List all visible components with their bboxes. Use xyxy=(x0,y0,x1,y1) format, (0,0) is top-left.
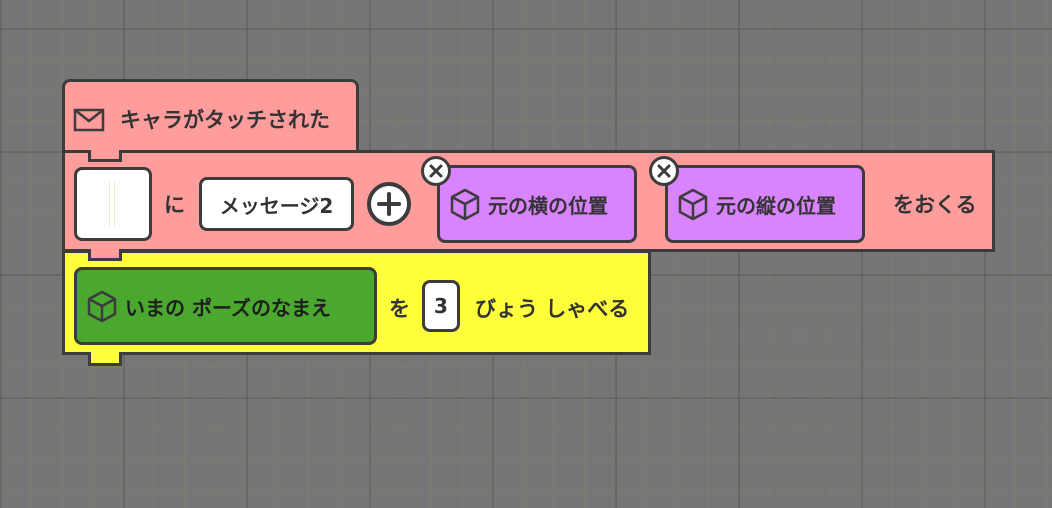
plus-circle-icon xyxy=(376,191,402,217)
cube-icon xyxy=(676,187,710,221)
close-icon xyxy=(657,164,671,178)
seconds-value: 3 xyxy=(434,294,448,318)
event-block-notch xyxy=(88,150,122,162)
text-cursor xyxy=(105,182,119,226)
event-label: キャラがタッチされた xyxy=(120,108,330,132)
arg-label: 元の縦の位置 xyxy=(716,193,836,218)
arg-original-x-position[interactable]: 元の横の位置 xyxy=(437,165,637,243)
speak-block[interactable]: いまの ポーズのなまえ を 3 びょう しゃべる xyxy=(62,250,651,355)
target-input-slot[interactable] xyxy=(74,167,152,241)
speak-suffix: びょう しゃべる xyxy=(475,297,630,321)
remove-arg-1-button[interactable] xyxy=(421,156,451,186)
particle-ni: に xyxy=(164,193,185,217)
current-pose-name-reporter[interactable]: いまの ポーズのなまえ xyxy=(74,267,377,345)
reporter-label: いまの ポーズのなまえ xyxy=(125,295,331,320)
seconds-input[interactable]: 3 xyxy=(422,280,460,332)
send-message-block[interactable]: に メッセージ2 元の横の位置 xyxy=(62,150,995,252)
arg-label: 元の横の位置 xyxy=(488,193,608,218)
close-icon xyxy=(429,164,443,178)
message-input[interactable]: メッセージ2 xyxy=(199,177,354,231)
message-value: メッセージ2 xyxy=(219,193,334,218)
add-argument-button[interactable] xyxy=(367,182,411,226)
event-block-character-touched[interactable]: キャラがタッチされた xyxy=(62,79,359,159)
cube-icon xyxy=(85,289,119,323)
envelope-icon xyxy=(73,108,105,132)
send-suffix: をおくる xyxy=(893,193,977,217)
arg-original-y-position[interactable]: 元の縦の位置 xyxy=(665,165,865,243)
cube-icon xyxy=(448,187,482,221)
send-block-notch xyxy=(88,249,122,261)
particle-wo: を xyxy=(389,297,410,321)
remove-arg-2-button[interactable] xyxy=(649,156,679,186)
speak-block-notch xyxy=(88,352,122,366)
